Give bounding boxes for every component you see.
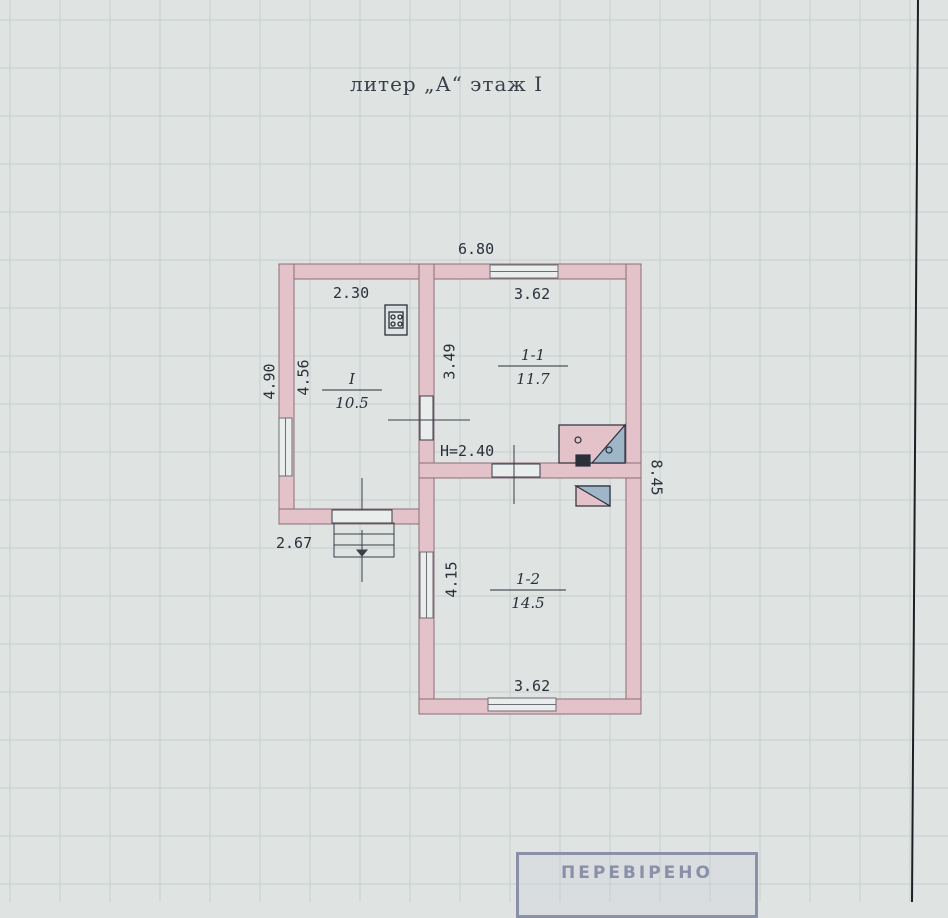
verification-stamp: ПЕРЕВІРЕНО <box>516 852 758 918</box>
doors <box>331 395 541 524</box>
boiler-icon <box>558 423 626 467</box>
wall-top <box>278 263 642 280</box>
dim-room-I-width: 2.30 <box>333 284 370 302</box>
dim-room-12-height: 4.15 <box>442 561 461 598</box>
wall-left-room-I <box>278 263 295 525</box>
room-11-area: 11.7 <box>516 370 550 388</box>
window-left-room-12 <box>419 551 434 619</box>
room-12-number: 1-2 <box>515 570 541 588</box>
windows <box>278 264 559 712</box>
room-11-number: 1-1 <box>520 346 546 364</box>
dim-room-11-width: 3.62 <box>514 285 551 303</box>
dim-ceiling-height: H=2.40 <box>440 442 495 460</box>
window-top-room-11 <box>489 264 559 279</box>
dim-left-bottom-width: 2.67 <box>276 534 313 552</box>
dim-room-I-height: 4.56 <box>294 359 313 396</box>
page-title: литер „А“ этаж I <box>350 72 544 96</box>
wall-right <box>625 263 642 715</box>
stairs-icon <box>333 522 395 582</box>
window-bottom-room-12 <box>487 697 557 712</box>
stove-icon <box>384 304 408 336</box>
stamp-text: ПЕРЕВІРЕНО <box>561 863 713 883</box>
room-I-number: I <box>349 370 355 388</box>
sheet-border-line <box>911 0 919 902</box>
room-12-area: 14.5 <box>511 594 545 612</box>
dim-left-outer-height: 4.90 <box>260 363 279 400</box>
wall-middle-vertical <box>418 263 435 715</box>
dim-right-total-height: 8.45 <box>647 459 666 496</box>
door-opening-entrance <box>331 509 393 524</box>
door-opening-I-11 <box>419 395 434 441</box>
window-left-room-I <box>278 417 293 477</box>
door-opening-11-12 <box>491 463 541 478</box>
dim-overall-width: 6.80 <box>458 240 495 258</box>
dim-room-12-width: 3.62 <box>514 677 551 695</box>
room-I-area: 10.5 <box>335 394 369 412</box>
heater-icon <box>573 485 611 508</box>
dim-room-11-height: 3.49 <box>440 343 459 380</box>
room-label-rules <box>322 365 568 591</box>
